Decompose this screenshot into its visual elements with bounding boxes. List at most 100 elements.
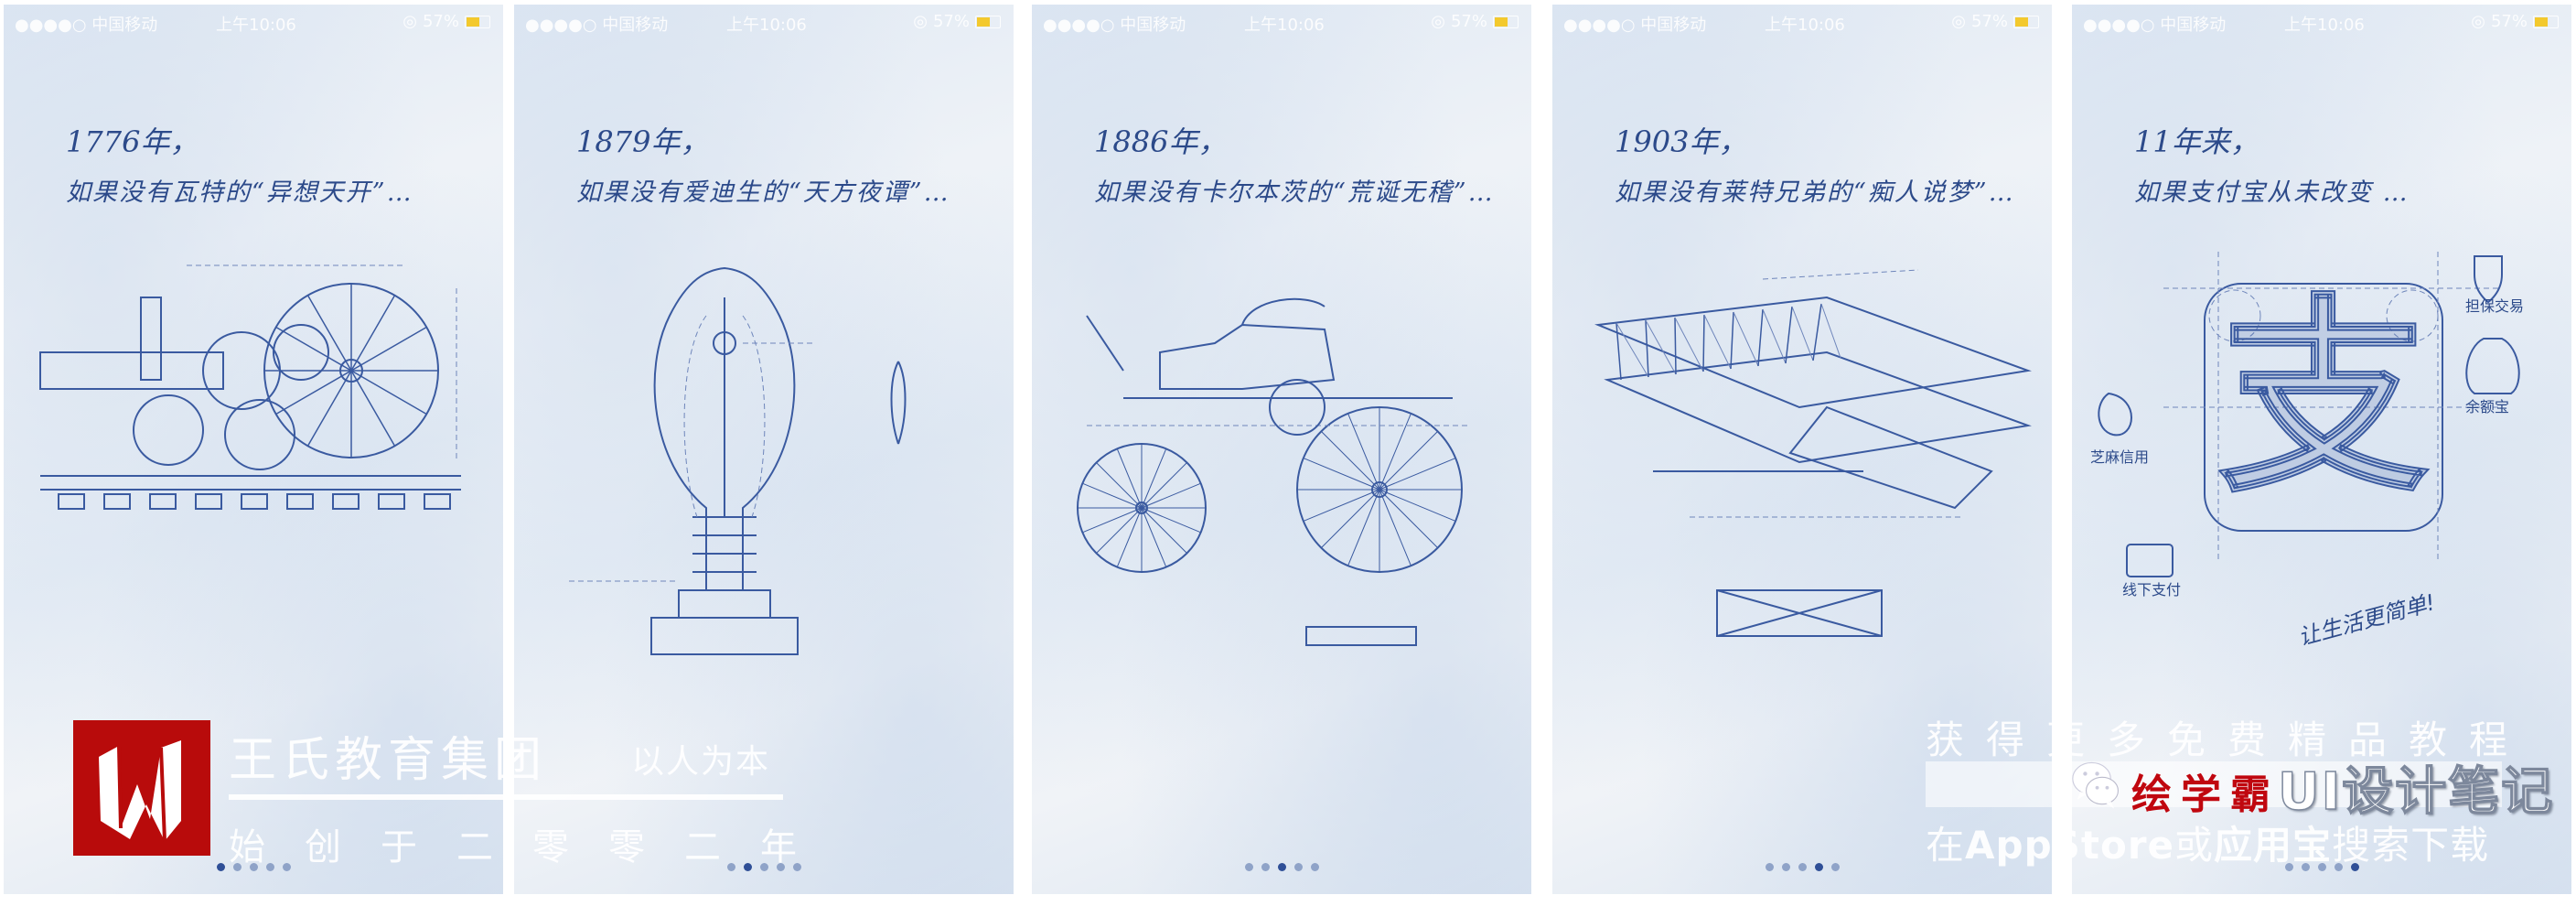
headline-text: 如果没有爱迪生的“天方夜谭”… [576,178,950,207]
feature-label: 线下支付 [2122,581,2181,599]
headline: 1776年， 如果没有瓦特的“异想天开”… [66,119,413,208]
watermark-slogan: 以人为本 [631,743,771,781]
onboarding-screen-4[interactable]: ●●●●○ 中国移动 上午10:06 ◎57% 1903年， 如果没有莱特兄弟的… [1552,5,2052,894]
page-indicator[interactable] [4,863,503,871]
watermark-title: 王氏教育集团 [229,733,548,788]
page-dot[interactable] [792,863,801,871]
battery-percent: 57% [2490,12,2528,31]
download-text: 搜索下载 [2332,823,2490,868]
clock: 上午10:06 [726,16,807,35]
page-dot[interactable] [1814,863,1823,871]
alipay-icon-sketch: 支 担保交易余额宝芝麻信用线下支付让生活更简单! [2090,252,2524,651]
yingyongbao-text: 应用宝 [2214,823,2333,868]
page-dot[interactable] [2284,863,2293,871]
watermark-band [1926,761,2502,807]
battery-percent: 57% [1970,12,2008,31]
feature-label: 余额宝 [2465,398,2509,415]
motor-car-sketch [1077,297,1471,646]
page-dot[interactable] [1765,863,1774,871]
onboarding-screen-5[interactable]: ●●●●○ 中国移动 上午10:06 ◎57% 11年来， 如果支付宝从未改变 … [2072,5,2571,894]
download-text: 在 [1926,823,1966,868]
page-dot[interactable] [282,863,291,871]
page-dot[interactable] [216,863,225,871]
battery-icon [1493,15,1519,28]
watermark-download: 在AppStore或应用宝搜索下载 [1926,814,2489,870]
carrier: ●●●●○ 中国移动 [1563,16,1707,35]
battery-icon [975,15,1001,28]
page-indicator[interactable] [2072,863,2571,871]
headline-year: 1903年， [1615,124,1748,159]
page-dot[interactable] [1293,863,1303,871]
carrier: ●●●●○ 中国移动 [525,16,669,35]
page-dot[interactable] [265,863,274,871]
status-bar: ●●●●○ 中国移动 上午10:06 ◎ 57% [4,12,503,36]
page-dot[interactable] [1244,863,1253,871]
page-indicator[interactable] [1552,863,2052,871]
headline: 1886年， 如果没有卡尔本茨的“荒诞无稽”… [1094,119,1495,208]
battery-icon [465,15,490,28]
feature-label: 担保交易 [2465,297,2524,315]
battery-percent: 57% [422,12,459,31]
download-text: 或 [2174,823,2215,868]
battery-icon [2013,15,2039,28]
wang-logo [73,720,210,856]
alipay-glyph: 支 [2218,277,2429,522]
clock: 上午10:06 [1244,16,1325,35]
headline: 1879年， 如果没有爱迪生的“天方夜谭”… [576,119,950,208]
battery-icon [2533,15,2559,28]
headline-year: 11年来， [2134,124,2259,159]
headline-text: 如果没有瓦特的“异想天开”… [66,178,413,207]
battery-percent: 57% [1450,12,1487,31]
headline-year: 1879年， [576,124,710,159]
wechat-icon [2072,761,2119,809]
page-indicator[interactable] [514,863,1014,871]
brand-outline: UI设计笔记 [2277,761,2555,823]
headline: 11年来， 如果支付宝从未改变 … [2134,119,2410,208]
page-dot[interactable] [743,863,752,871]
page-dot[interactable] [1830,863,1840,871]
page-dot[interactable] [776,863,785,871]
watermark-divider [229,794,783,800]
battery-percent: 57% [932,12,970,31]
page-dot[interactable] [1798,863,1807,871]
page-dot[interactable] [232,863,242,871]
alarm-icon: ◎ [913,12,928,31]
appstore-text: AppStore [1965,823,2175,868]
page-dot[interactable] [759,863,768,871]
headline-text: 如果支付宝从未改变 … [2134,178,2410,207]
page-dot[interactable] [2301,863,2310,871]
biplane-sketch [1594,269,2032,637]
onboarding-screen-3[interactable]: ●●●●○ 中国移动 上午10:06 ◎ 57% 1886年， 如果没有卡尔本茨的… [1032,5,1531,894]
carrier: ●●●●○ 中国移动 [1043,16,1186,35]
page-indicator[interactable] [1032,863,1531,871]
headline: 1903年， 如果没有莱特兄弟的“痴人说梦”… [1615,119,2015,208]
alarm-icon: ◎ [2471,12,2485,31]
onboarding-screen-2[interactable]: ●●●●○ 中国移动 上午10:06 ◎57% 1879年， 如果没有爱迪生的“… [514,5,1014,894]
headline-year: 1886年， [1094,124,1228,159]
carrier: ●●●●○ 中国移动 [2083,16,2227,35]
clock: 上午10:06 [216,16,296,35]
page-dot[interactable] [1277,863,1286,871]
page-dot[interactable] [1261,863,1270,871]
clock: 上午10:06 [1765,16,1845,35]
page-dot[interactable] [2350,863,2359,871]
page-dot[interactable] [249,863,258,871]
watermark-since: 始创于二零零二年 [229,826,836,868]
status-bar: ●●●●○ 中国移动 上午10:06 ◎ 57% [1032,12,1531,36]
headline-text: 如果没有卡尔本茨的“荒诞无稽”… [1094,178,1495,207]
watermark-promo: 获得更多免费精品教程 [1926,717,2530,762]
light-bulb-sketch [569,266,907,655]
feature-label: 芝麻信用 [2090,448,2149,466]
headline-text: 如果没有莱特兄弟的“痴人说梦”… [1615,178,2015,207]
alarm-icon: ◎ [1951,12,1966,31]
page-dot[interactable] [726,863,735,871]
alarm-icon: ◎ [402,12,417,31]
carrier: ●●●●○ 中国移动 [15,16,158,35]
page-dot[interactable] [2334,863,2343,871]
page-dot[interactable] [1310,863,1319,871]
alarm-icon: ◎ [1431,12,1445,31]
status-bar: ●●●●○ 中国移动 上午10:06 ◎57% [2072,12,2571,36]
page-dot[interactable] [1781,863,1790,871]
page-dot[interactable] [2317,863,2326,871]
status-bar: ●●●●○ 中国移动 上午10:06 ◎57% [514,12,1014,36]
